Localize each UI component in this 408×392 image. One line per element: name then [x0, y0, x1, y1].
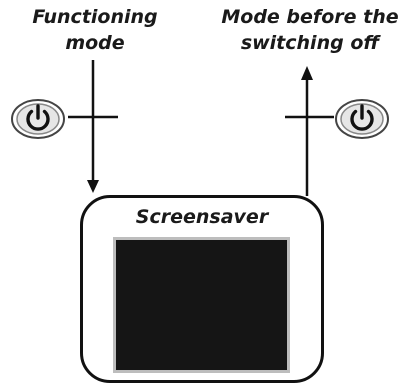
- screensaver-title: Screensaver: [135, 206, 269, 228]
- power-icon: [11, 99, 65, 139]
- up-arrow-head: [301, 66, 313, 80]
- left-power-button[interactable]: [10, 98, 66, 144]
- mode-before-switching-off-label: Mode before the switching off: [212, 4, 408, 56]
- functioning-mode-line-1: Functioning: [32, 6, 158, 28]
- right-power-button[interactable]: [334, 98, 390, 144]
- mode-before-line-2: switching off: [240, 32, 380, 54]
- down-arrow-head: [87, 180, 99, 193]
- device-frame: Screensaver: [80, 195, 324, 383]
- power-icon: [335, 99, 389, 139]
- mode-before-line-1: Mode before the: [221, 6, 399, 28]
- functioning-mode-line-2: mode: [65, 32, 125, 54]
- functioning-mode-label: Functioning mode: [20, 4, 170, 56]
- screensaver-screen: [113, 237, 290, 373]
